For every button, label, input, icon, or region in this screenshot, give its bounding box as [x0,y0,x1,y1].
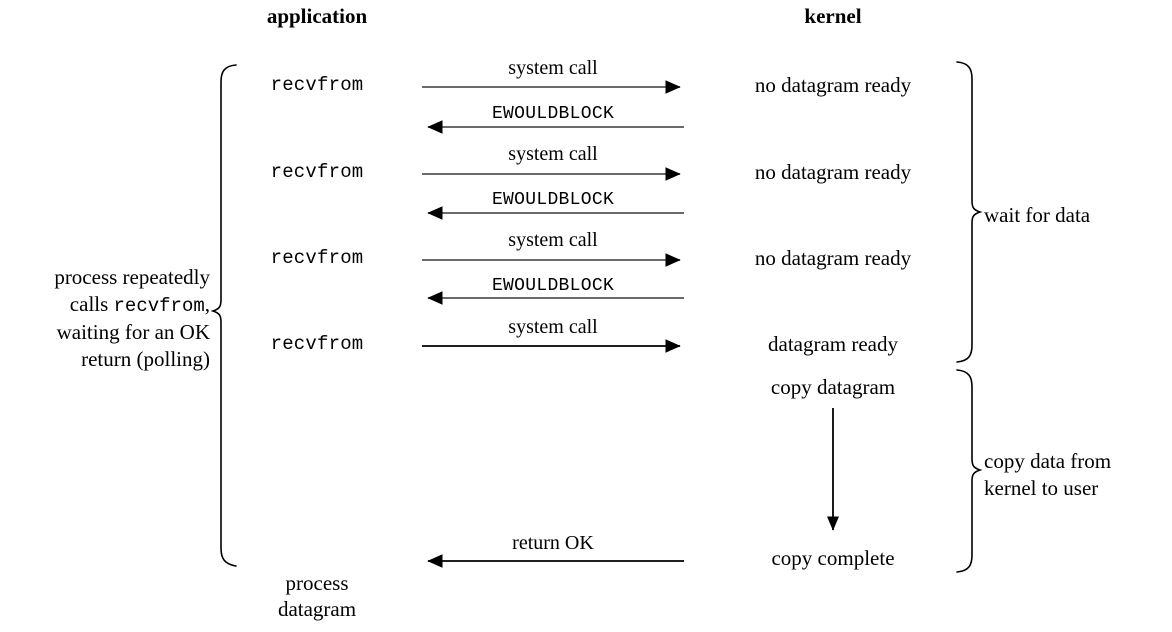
left-annotation-line-4: return (polling) [81,347,210,372]
left-annotation-line-2-suffix: , [204,292,210,317]
arrow-label-ewouldblock-2: EWOULDBLOCK [491,190,615,210]
brace-left-polling [210,64,237,567]
brace-copy-data [956,369,983,573]
kernel-state-4: datagram ready [767,332,899,356]
kernel-state-1: no datagram ready [754,73,912,97]
app-call-recvfrom-2: recvfrom [270,161,364,183]
kernel-state-6: copy complete [771,546,895,570]
left-annotation-line-2: calls recvfrom, [10,291,210,319]
arrow-label-ewouldblock-3: EWOULDBLOCK [491,276,615,296]
column-title-application: application [266,4,368,28]
brace-label-wait-for-data: wait for data [984,203,1091,227]
left-annotation-recvfrom: recvfrom [113,295,205,318]
arrow-label-system-call-1: system call [508,57,598,79]
left-annotation-line-3: waiting for an OK [56,319,210,344]
app-call-recvfrom-3: recvfrom [270,247,364,269]
brace-label-copy-data: copy data from kernel to user [984,448,1111,503]
left-annotation-line-2-prefix: calls [69,292,114,317]
brace-label-copy-data-line-1: copy data from [984,449,1112,473]
brace-label-copy-data-line-2: kernel to user [984,476,1099,501]
app-process-datagram-line-1: process [285,571,349,595]
arrow-label-return-ok: return OK [512,532,594,554]
arrow-label-system-call-2: system call [508,143,598,165]
kernel-state-5: copy datagram [770,375,896,399]
column-title-kernel: kernel [804,4,862,28]
brace-wait-for-data [956,61,983,363]
kernel-state-2: no datagram ready [754,160,912,184]
app-process-datagram-line-2: datagram [277,597,357,621]
left-annotation: process repeatedly calls recvfrom, waiti… [10,264,210,374]
kernel-state-3: no datagram ready [754,246,912,270]
left-annotation-line-1: process repeatedly [54,265,210,289]
arrow-label-ewouldblock-1: EWOULDBLOCK [491,104,615,124]
app-call-recvfrom-4: recvfrom [270,333,364,355]
arrow-label-system-call-3: system call [508,229,598,251]
app-call-recvfrom-1: recvfrom [270,74,364,96]
arrow-label-system-call-4: system call [508,316,598,338]
